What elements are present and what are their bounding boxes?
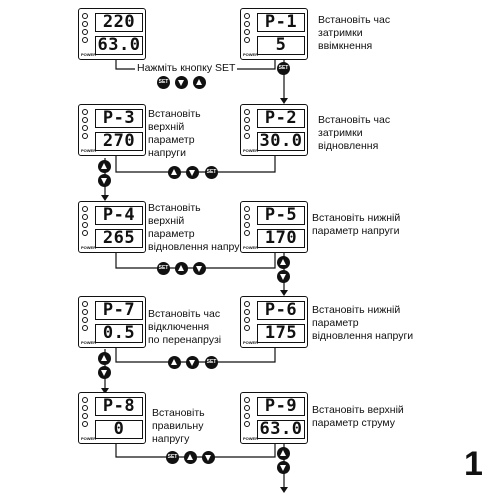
controller-display-p6: POWER P-6 175 xyxy=(240,296,308,348)
up-button-icon[interactable] xyxy=(193,76,206,89)
down-button-icon[interactable] xyxy=(202,451,215,464)
display-bottom-value: 5 xyxy=(257,36,305,55)
display-top-value: P-8 xyxy=(95,397,143,416)
indicator-leds xyxy=(244,301,253,333)
down-button-icon[interactable] xyxy=(175,76,188,89)
display-top-value: P-7 xyxy=(95,301,143,320)
down-button-icon[interactable] xyxy=(186,166,199,179)
indicator-leds xyxy=(244,206,253,238)
set-button[interactable]: SET xyxy=(205,166,218,179)
controller-display-p2: POWER P-2 30.0 xyxy=(240,104,308,156)
indicator-leds xyxy=(244,13,253,45)
indicator-leds xyxy=(82,301,91,333)
controller-display-p4: POWER P-4 265 xyxy=(78,201,146,253)
power-label: POWER xyxy=(81,245,97,250)
down-button-icon[interactable] xyxy=(98,174,111,187)
power-label: POWER xyxy=(243,148,259,153)
indicator-leds xyxy=(82,397,91,429)
indicator-leds xyxy=(82,109,91,141)
power-label: POWER xyxy=(81,148,97,153)
up-button-icon[interactable] xyxy=(184,451,197,464)
up-button-icon[interactable] xyxy=(168,356,181,369)
controller-display-p3: POWER P-3 270 xyxy=(78,104,146,156)
display-bottom-value: 30.0 xyxy=(257,132,305,151)
display-top-value: P-2 xyxy=(257,109,305,128)
display-bottom-value: 170 xyxy=(257,229,305,248)
controller-display-p1: POWER P-1 5 xyxy=(240,8,308,60)
controller-display-p5: POWER P-5 170 xyxy=(240,201,308,253)
display-top-value: P-6 xyxy=(257,301,305,320)
set-button[interactable]: SET xyxy=(157,262,170,275)
display-bottom-value: 63.0 xyxy=(257,420,305,439)
set-button[interactable]: SET xyxy=(157,76,170,89)
power-label: POWER xyxy=(243,436,259,441)
display-bottom-value: 0 xyxy=(95,420,143,439)
display-top-value: P-5 xyxy=(257,206,305,225)
display-top-value: P-1 xyxy=(257,13,305,32)
display-bottom-value: 0.5 xyxy=(95,324,143,343)
indicator-leds xyxy=(82,13,91,45)
controller-display-p9: POWER P-9 63.0 xyxy=(240,392,308,444)
up-button-icon[interactable] xyxy=(168,166,181,179)
power-label: POWER xyxy=(81,52,97,57)
power-label: POWER xyxy=(243,340,259,345)
indicator-leds xyxy=(244,397,253,429)
display-bottom-value: 63.0 xyxy=(95,36,143,55)
instruction-press-set: Нажміть кнопку SET xyxy=(135,62,238,75)
down-button-icon[interactable] xyxy=(277,270,290,283)
set-button[interactable]: SET xyxy=(166,451,179,464)
display-top-value: P-3 xyxy=(95,109,143,128)
display-top-value: P-9 xyxy=(257,397,305,416)
up-button-icon[interactable] xyxy=(98,352,111,365)
power-label: POWER xyxy=(243,245,259,250)
set-button[interactable]: SET xyxy=(277,62,290,75)
indicator-leds xyxy=(244,109,253,141)
page-number: 1 xyxy=(464,445,483,483)
display-top-value: 220 xyxy=(95,13,143,32)
power-label: POWER xyxy=(243,52,259,57)
down-button-icon[interactable] xyxy=(193,262,206,275)
down-button-icon[interactable] xyxy=(98,366,111,379)
up-button-icon[interactable] xyxy=(98,160,111,173)
controller-display-p7: POWER P-7 0.5 xyxy=(78,296,146,348)
display-top-value: P-4 xyxy=(95,206,143,225)
down-button-icon[interactable] xyxy=(277,461,290,474)
controller-display-p8: POWER P-8 0 xyxy=(78,392,146,444)
power-label: POWER xyxy=(81,340,97,345)
power-label: POWER xyxy=(81,436,97,441)
display-bottom-value: 175 xyxy=(257,324,305,343)
set-button[interactable]: SET xyxy=(205,356,218,369)
up-button-icon[interactable] xyxy=(277,256,290,269)
controller-display-initial: POWER 220 63.0 xyxy=(78,8,146,60)
down-button-icon[interactable] xyxy=(186,356,199,369)
up-button-icon[interactable] xyxy=(277,447,290,460)
indicator-leds xyxy=(82,206,91,238)
display-bottom-value: 270 xyxy=(95,132,143,151)
display-bottom-value: 265 xyxy=(95,229,143,248)
up-button-icon[interactable] xyxy=(175,262,188,275)
